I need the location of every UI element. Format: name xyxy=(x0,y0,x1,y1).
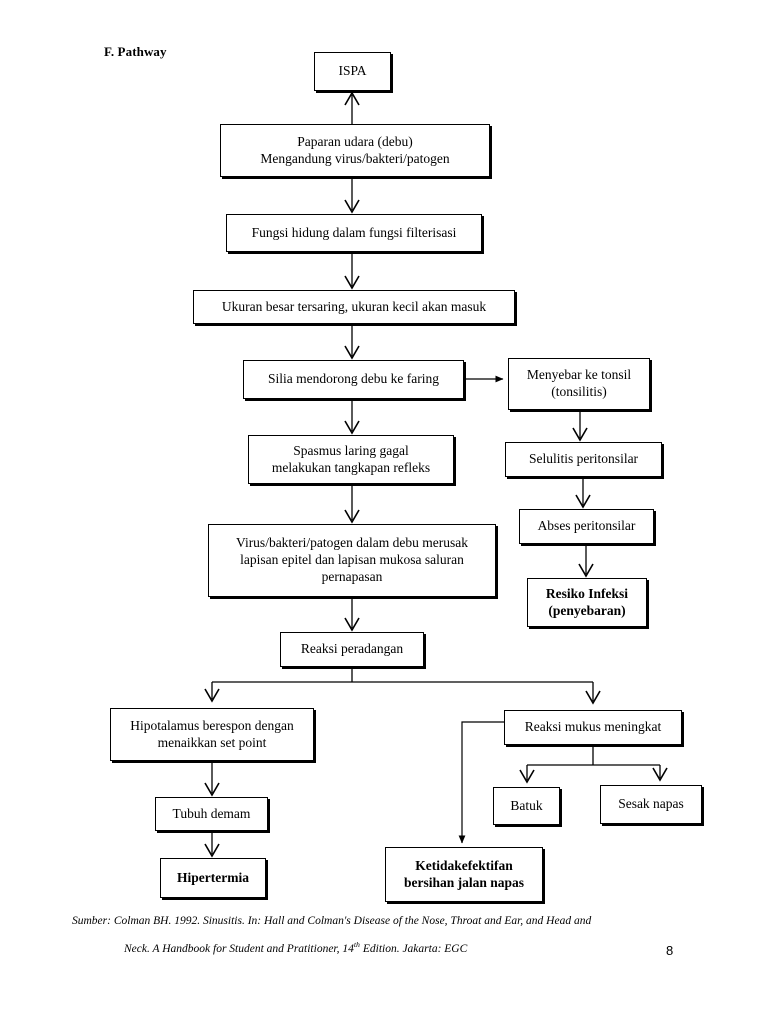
flow-node-menyebar-tonsil: Menyebar ke tonsil (tonsilitis) xyxy=(508,358,650,410)
flow-node-label: Fungsi hidung dalam fungsi filterisasi xyxy=(251,224,457,240)
flow-node-label: Silia mendorong debu ke faring xyxy=(268,371,439,387)
flow-node-ispa: ISPA xyxy=(314,52,391,91)
flow-node-label: Hipotalamus berespon dengan menaikkan se… xyxy=(130,717,294,750)
flow-node-selulitis: Selulitis peritonsilar xyxy=(505,442,662,477)
flow-node-sesak-napas: Sesak napas xyxy=(600,785,702,824)
flow-node-label: Resiko Infeksi (penyebaran) xyxy=(545,585,629,618)
flow-node-virus-merusak: Virus/bakteri/patogen dalam debu merusak… xyxy=(208,524,496,597)
flow-node-label: ISPA xyxy=(338,63,367,79)
flow-node-reaksi-peradangan: Reaksi peradangan xyxy=(280,632,424,667)
flow-node-label: Virus/bakteri/patogen dalam debu merusak… xyxy=(236,535,468,584)
citation-line-2: Neck. A Handbook for Student and Pratiti… xyxy=(124,940,468,955)
flow-node-hipotalamus: Hipotalamus berespon dengan menaikkan se… xyxy=(110,708,314,761)
page-number: 8 xyxy=(666,943,674,958)
flow-node-hipertermia: Hipertermia xyxy=(160,858,266,898)
flow-node-label: Hipertermia xyxy=(177,869,249,885)
flow-node-label: Selulitis peritonsilar xyxy=(528,451,639,467)
flow-node-label: Reaksi mukus meningkat xyxy=(524,719,662,735)
flow-node-label: Abses peritonsilar xyxy=(537,518,636,534)
flow-node-fungsi-hidung: Fungsi hidung dalam fungsi filterisasi xyxy=(226,214,482,252)
flow-node-label: Paparan udara (debu) Mengandung virus/ba… xyxy=(260,133,450,166)
citation-edition-ordinal: th xyxy=(353,940,360,949)
citation-line-2-pre: Neck. A Handbook for Student and Pratiti… xyxy=(124,942,354,955)
flow-node-ketidakefektifan: Ketidakefektifan bersihan jalan napas xyxy=(385,847,543,902)
flow-node-abses: Abses peritonsilar xyxy=(519,509,654,544)
flow-node-paparan: Paparan udara (debu) Mengandung virus/ba… xyxy=(220,124,490,177)
flow-node-label: Batuk xyxy=(510,797,543,813)
flow-node-resiko-infeksi: Resiko Infeksi (penyebaran) xyxy=(527,578,647,627)
flow-node-batuk: Batuk xyxy=(493,787,560,825)
flow-node-label: Tubuh demam xyxy=(172,805,251,821)
flow-node-label: Sesak napas xyxy=(618,796,684,812)
flow-node-label: Ketidakefektifan bersihan jalan napas xyxy=(403,857,525,890)
flow-node-tubuh-demam: Tubuh demam xyxy=(155,797,268,831)
flow-node-silia: Silia mendorong debu ke faring xyxy=(243,360,464,399)
page-title: F. Pathway xyxy=(104,44,167,59)
flow-node-reaksi-mukus: Reaksi mukus meningkat xyxy=(504,710,682,745)
flow-node-spasmus: Spasmus laring gagal melakukan tangkapan… xyxy=(248,435,454,484)
flow-node-label: Reaksi peradangan xyxy=(300,641,404,657)
citation-line-2-post: Edition. Jakarta: EGC xyxy=(359,942,468,955)
citation-line-1: Sumber: Colman BH. 1992. Sinusitis. In: … xyxy=(72,915,592,927)
flow-node-label: Menyebar ke tonsil (tonsilitis) xyxy=(526,367,632,399)
flow-node-label: Spasmus laring gagal melakukan tangkapan… xyxy=(271,442,431,475)
flow-node-label: Ukuran besar tersaring, ukuran kecil aka… xyxy=(221,298,487,314)
flow-node-ukuran: Ukuran besar tersaring, ukuran kecil aka… xyxy=(193,290,515,324)
